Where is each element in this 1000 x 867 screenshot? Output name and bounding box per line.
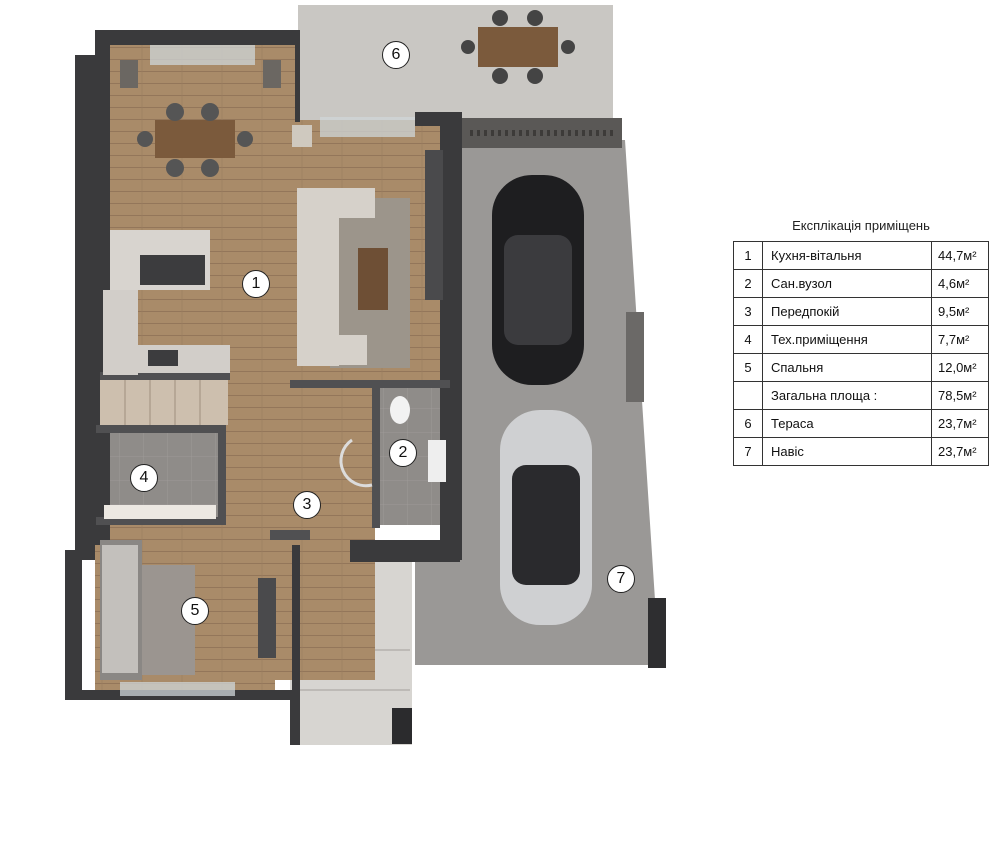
legend-row: 5 Спальня 12,0м² <box>733 353 989 382</box>
room-number: 6 <box>733 409 763 438</box>
outer-walls <box>65 30 300 745</box>
room-number: 7 <box>733 437 763 466</box>
shower-screen <box>339 438 373 488</box>
total-area-value: 78,5м² <box>931 381 989 410</box>
window <box>320 117 415 137</box>
bed <box>100 540 142 680</box>
room-number: 2 <box>733 269 763 298</box>
legend-row: 3 Передпокій 9,5м² <box>733 297 989 326</box>
room-name: Тераса <box>762 409 932 438</box>
total-area-label: Загальна площа : <box>762 381 932 410</box>
room-area: 9,5м² <box>931 297 989 326</box>
carport-area <box>415 140 660 665</box>
planter <box>263 60 281 88</box>
tech-units <box>104 505 216 519</box>
room-name: Сан.вузол <box>762 269 932 298</box>
kitchen-units <box>103 230 230 375</box>
room-area: 44,7м² <box>931 241 989 270</box>
legend-table: 1 Кухня-вітальня 44,7м² 2 Сан.вузол 4,6м… <box>733 241 989 466</box>
room-marker-4: 4 <box>130 464 158 492</box>
room-marker-5: 5 <box>181 597 209 625</box>
legend-row: 6 Тераса 23,7м² <box>733 409 989 438</box>
room-marker-2: 2 <box>389 439 417 467</box>
bathroom-sink <box>428 440 446 482</box>
room-name: Тех.приміщення <box>762 325 932 354</box>
room-area: 7,7м² <box>931 325 989 354</box>
car-dark <box>492 175 584 385</box>
planter <box>120 60 138 88</box>
legend-total-row: Загальна площа : 78,5м² <box>733 381 989 410</box>
car-light <box>500 410 592 625</box>
legend-row: 7 Навіс 23,7м² <box>733 437 989 466</box>
room-area: 23,7м² <box>931 437 989 466</box>
terrace-area <box>298 5 613 120</box>
dining-table <box>137 103 253 177</box>
staircase <box>100 380 228 425</box>
interior-wall <box>100 372 230 380</box>
room-number <box>733 381 763 410</box>
room-marker-1: 1 <box>242 270 270 298</box>
corner-sofa <box>297 188 375 366</box>
room-number: 5 <box>733 353 763 382</box>
bedroom-tv <box>258 578 276 658</box>
legend-row: 2 Сан.вузол 4,6м² <box>733 269 989 298</box>
room-marker-7: 7 <box>607 565 635 593</box>
legend-row: 1 Кухня-вітальня 44,7м² <box>733 241 989 270</box>
room-marker-6: 6 <box>382 41 410 69</box>
coffee-table <box>358 248 388 310</box>
room-area: 4,6м² <box>931 269 989 298</box>
toilet <box>390 396 410 424</box>
legend-row: 4 Тех.приміщення 7,7м² <box>733 325 989 354</box>
room-marker-3: 3 <box>293 491 321 519</box>
terrace-table <box>461 10 575 84</box>
window <box>120 682 235 696</box>
room-number: 3 <box>733 297 763 326</box>
planter <box>292 125 312 147</box>
room-legend: Експлікація приміщень 1 Кухня-вітальня 4… <box>733 218 989 466</box>
carport-post <box>648 598 666 668</box>
carport-wall-panel <box>626 312 644 402</box>
room-area: 23,7м² <box>931 409 989 438</box>
window <box>150 45 255 65</box>
room-number: 4 <box>733 325 763 354</box>
legend-title: Експлікація приміщень <box>792 218 930 233</box>
room-name: Навіс <box>762 437 932 466</box>
room-name: Передпокій <box>762 297 932 326</box>
room-name: Кухня-вітальня <box>762 241 932 270</box>
tv-console <box>425 150 443 300</box>
room-area: 12,0м² <box>931 353 989 382</box>
room-name: Спальня <box>762 353 932 382</box>
entrance-bollard <box>392 708 412 744</box>
room-number: 1 <box>733 241 763 270</box>
